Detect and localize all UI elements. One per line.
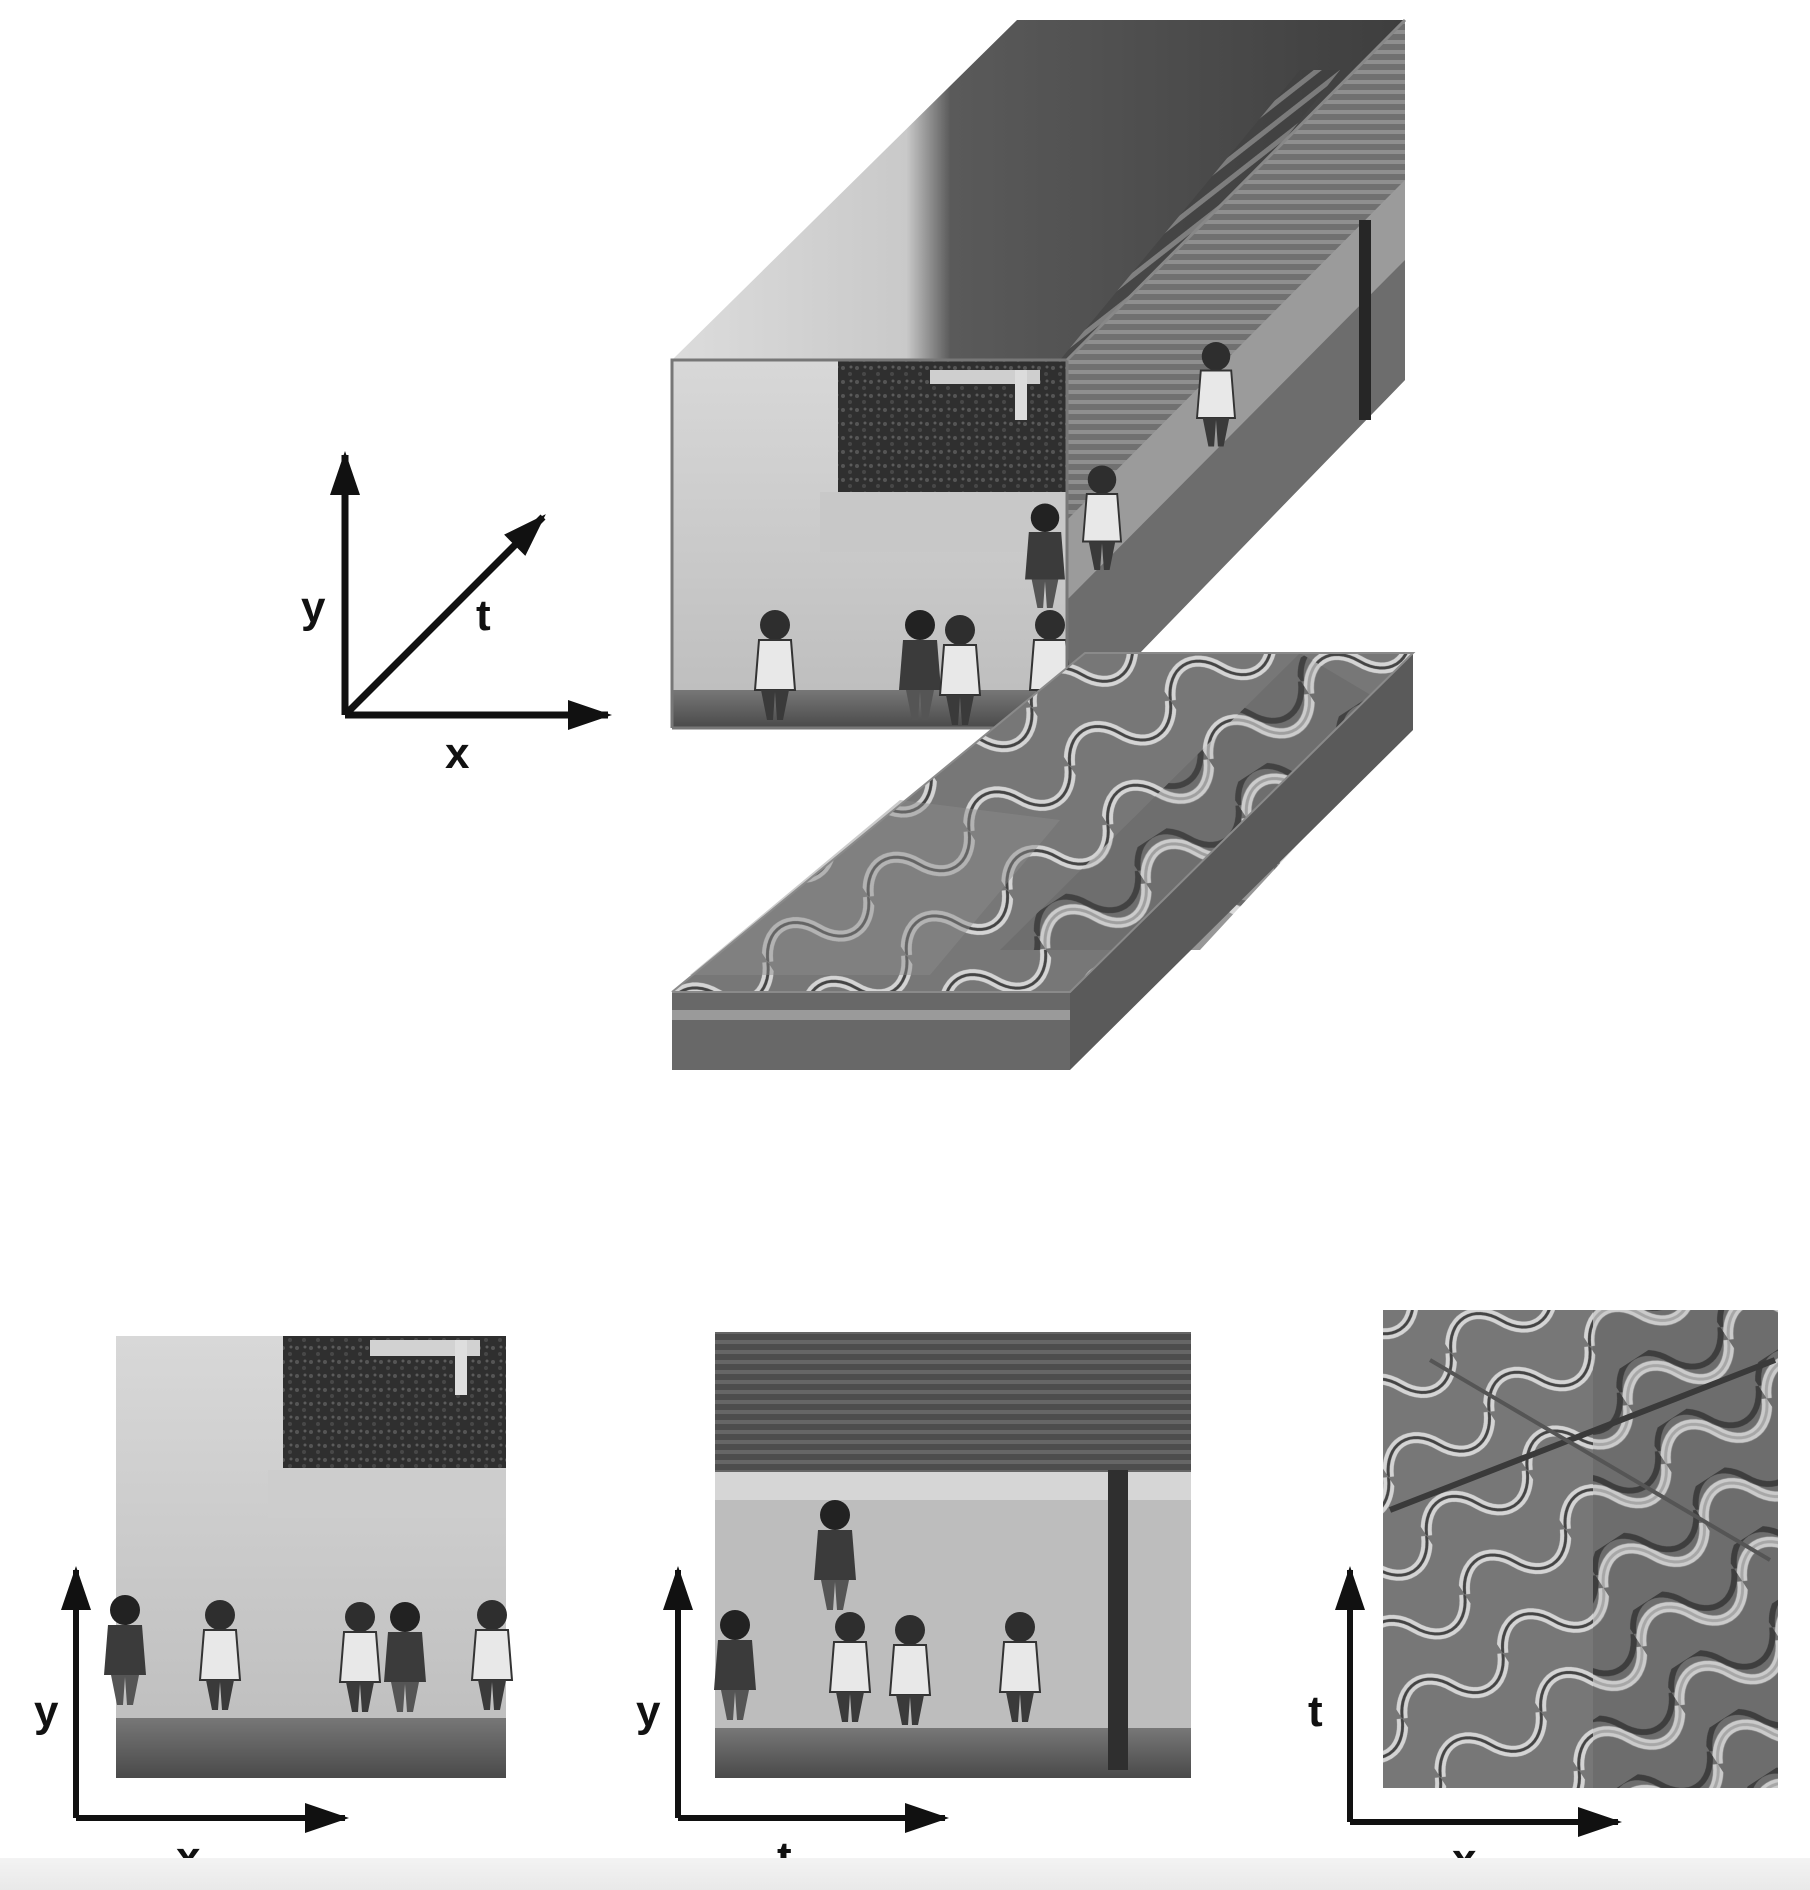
slice-xy-axes: y x <box>34 1566 349 1882</box>
slice-xy-vertical-label: y <box>34 1687 59 1736</box>
slice-xt-vertical-label: t <box>1308 1687 1323 1736</box>
slice-xt-image <box>1383 1310 1778 1788</box>
axis-3d-y-label: y <box>301 583 326 632</box>
axes-3d: y t x <box>301 451 612 778</box>
video-volume-lower-slab <box>671 652 1416 1070</box>
slice-yt-image <box>714 1332 1191 1778</box>
slab-front-face <box>672 992 1070 1070</box>
slab-right-face <box>1070 653 1413 1070</box>
axis-3d-x-label: x <box>445 729 470 778</box>
slice-xy-image <box>104 1336 513 1778</box>
slice-yt-vertical-label: y <box>636 1687 661 1736</box>
video-volume-upper-block <box>670 18 1407 730</box>
axis-3d-t <box>342 514 546 718</box>
volume-top-face <box>672 20 1405 360</box>
volume-front-face <box>672 360 1071 728</box>
axis-3d-t-label: t <box>476 591 491 640</box>
slice-yt-axes: y t <box>636 1566 949 1882</box>
bottom-edge-strip <box>0 1858 1810 1890</box>
